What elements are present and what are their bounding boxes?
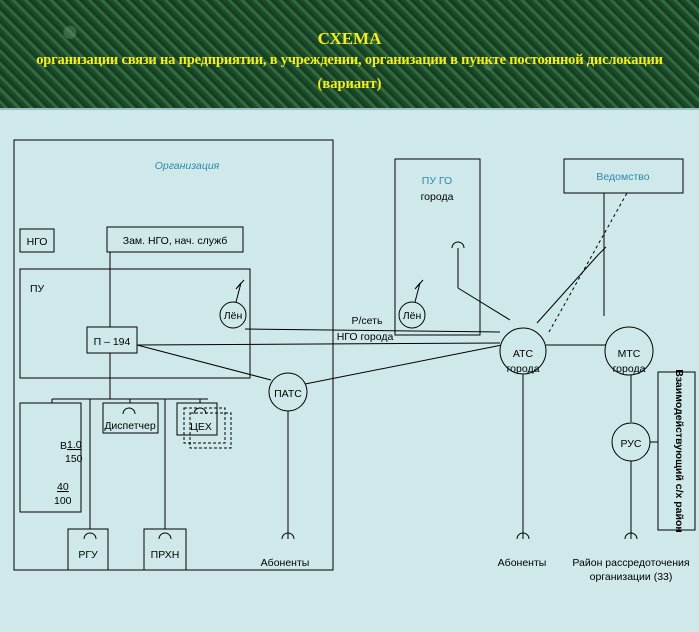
rus-label: РУС [620, 438, 641, 450]
ats-label-2: города [507, 363, 540, 375]
page-subtitle: организации связи на предприятии, в учре… [36, 52, 663, 68]
radio-net-label-2: НГО города [337, 331, 394, 343]
len-label-1: Лён [224, 310, 243, 322]
page-variant: (вариант) [317, 76, 382, 92]
shop-box-back2 [189, 412, 232, 449]
radio-net-label-1: Р/сеть [352, 315, 383, 327]
ats-node [499, 327, 547, 375]
dispatcher-label: Диспетчер [104, 420, 156, 432]
page-title: СХЕМА [317, 29, 382, 48]
ngo-box [19, 228, 55, 253]
organization-label: Организация [155, 160, 220, 172]
b-label: В [60, 440, 67, 452]
handset-icon-subscribers1 [281, 532, 295, 540]
mts-label-1: МТС [618, 348, 641, 360]
antenna-icon [235, 279, 245, 303]
shop-label: ЦЕХ [190, 421, 212, 433]
p194-box [86, 326, 138, 354]
district-label-1: Район рассредоточения [572, 557, 689, 569]
subscribers-label-1: Абоненты [261, 557, 310, 569]
len-label-2: Лён [403, 310, 422, 322]
len-node-2 [398, 301, 426, 329]
len-node-1 [219, 301, 247, 329]
pugo-label-2: города [421, 191, 454, 203]
b-value2-num: 40 [57, 481, 69, 493]
deputy-label: Зам. НГО, нач. служб [123, 235, 228, 247]
handset-icon-district [624, 532, 638, 540]
pugo-label-1: ПУ ГО [422, 175, 452, 187]
vedomstvo-box [563, 158, 684, 194]
b-value1-den: 150 [65, 453, 83, 465]
district-label-2: организации (33) [590, 571, 673, 583]
rgu-box [67, 528, 109, 571]
pugo-box [394, 158, 481, 336]
pu-box [19, 268, 251, 379]
pats-label: ПАТС [274, 388, 302, 400]
vedomstvo-label: Ведомство [596, 171, 649, 183]
rus-node [611, 422, 651, 462]
b-value2-den: 100 [54, 495, 72, 507]
ats-label-1: АТС [513, 348, 534, 360]
diagram-panel: Организация НГО Зам. НГО, нач. служб ПУ … [0, 108, 699, 632]
communication-diagram: Организация НГО Зам. НГО, нач. служб ПУ … [13, 139, 696, 583]
rgu-label: РГУ [78, 549, 98, 561]
subscribers-label-2: Абоненты [498, 557, 547, 569]
handset-icon-rgu [83, 532, 97, 540]
pats-node [268, 372, 308, 412]
pu-label: ПУ [30, 283, 45, 295]
handset-icon-dispatcher [122, 407, 136, 415]
ngo-label: НГО [27, 236, 48, 248]
interaction-box [657, 371, 696, 531]
b-box [19, 402, 82, 513]
shop-box-back1 [183, 407, 226, 444]
p194-label: П – 194 [94, 336, 131, 348]
handset-icon-shop [193, 407, 207, 415]
mts-label-2: города [613, 363, 646, 375]
header-banner: СХЕМА организации связи на предприятии, … [0, 0, 699, 108]
handset-icon-pugo [451, 241, 465, 249]
handset-icon-subscribers2 [516, 532, 530, 540]
antenna-icon-2 [414, 279, 424, 303]
handset-icon-prhn [158, 532, 172, 540]
deputy-box [106, 226, 244, 253]
b-value1-num: 1.0 [67, 439, 82, 451]
interaction-label: Взаимодействующий с/х район [673, 369, 685, 532]
shop-box [176, 402, 218, 436]
mts-node [604, 326, 654, 376]
prhn-label: ПРХН [151, 549, 180, 561]
